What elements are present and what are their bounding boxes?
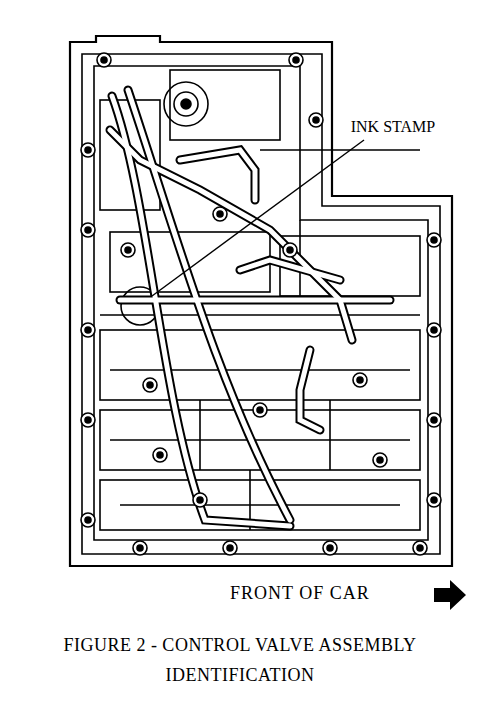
bolt-center [431,417,437,423]
callout-label: INK STAMP [350,117,436,137]
bolt-center [357,377,363,383]
bolt-center [85,517,91,523]
bolt-head [283,243,297,257]
bolt-center [85,327,91,333]
bolt-center [125,247,131,253]
bolt-head [213,207,227,221]
bolt-center [293,57,299,63]
bolt-center [377,457,383,463]
bolt-head [253,403,267,417]
bolt-center [431,237,437,243]
bolt-head [323,541,337,555]
bolt-head [121,243,135,257]
bolt-center [157,452,163,458]
bolt-center [431,497,437,503]
bolt-head [413,541,427,555]
bolt-head [193,493,207,507]
bolt-head [427,493,441,507]
bolt-center [85,147,91,153]
direction-label: FRONT OF CAR [230,583,370,604]
bolt-head [153,448,167,462]
bolt-head [81,223,95,237]
bolt-center [227,545,233,551]
bolt-head [81,323,95,337]
bolt-center [327,545,333,551]
bolt-head [223,541,237,555]
bolt-center [147,382,153,388]
bolt-head [81,513,95,527]
bolt-head [81,413,95,427]
bolt-center [257,407,263,413]
bolt-head [373,453,387,467]
bolt-head [309,113,323,127]
bolt-head [353,373,367,387]
bolt-head [133,541,147,555]
bolt-center [417,545,423,551]
bolt-head [427,233,441,247]
figure-caption: FIGURE 2 - CONTROL VALVE ASSEMBLY IDENTI… [6,630,474,690]
bolt-head [97,53,111,67]
bolt-center [431,327,437,333]
bolt-center [137,545,143,551]
bolt-center [197,497,203,503]
bolt-center [85,227,91,233]
bolt-center [217,211,223,217]
bolt-center [313,117,319,123]
bolt-head [143,378,157,392]
bolt-head [427,413,441,427]
bolt-center [85,417,91,423]
bolt-center [101,57,107,63]
bolt-center [287,247,293,253]
bolt-head [81,143,95,157]
bolt-head [289,53,303,67]
bolt-head [427,323,441,337]
